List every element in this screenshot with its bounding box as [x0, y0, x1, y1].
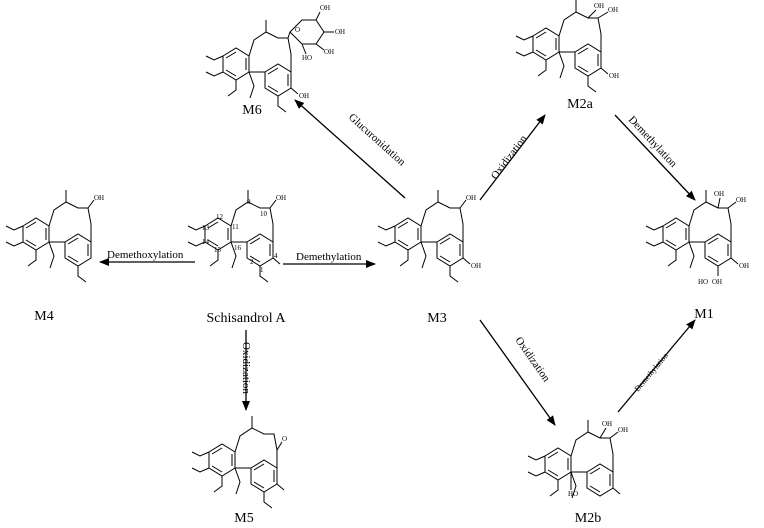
svg-text:HO: HO: [698, 278, 708, 286]
structure-m4: OH: [5, 189, 104, 283]
svg-text:OH: OH: [471, 262, 481, 270]
svg-text:OH: OH: [94, 194, 104, 202]
label-demethylation-center: Demethylation: [296, 251, 362, 263]
structure-m3: OH OH: [377, 189, 481, 283]
svg-text:O: O: [282, 435, 287, 443]
svg-text:16: 16: [234, 244, 242, 252]
svg-text:13: 13: [202, 224, 210, 232]
label-oxidization-m5: Oxidization: [240, 342, 252, 394]
arrow-m2b-to-m1: [617, 319, 696, 413]
structure-m5: O: [191, 415, 287, 509]
svg-text:OH: OH: [609, 72, 619, 80]
label-demethoxylation: Demethoxylation: [107, 249, 184, 261]
structure-m2a: OH OH OH: [515, 0, 619, 93]
svg-text:15: 15: [214, 246, 222, 254]
label-oxidization-m2a: Oxidization: [489, 133, 530, 182]
svg-text:12: 12: [216, 213, 224, 221]
svg-text:OH: OH: [739, 262, 749, 270]
svg-text:OH: OH: [466, 194, 476, 202]
arrow-m3-to-m2a: [479, 114, 546, 201]
reaction-labels: Demethoxylation Demethylation Oxidizatio…: [107, 111, 680, 394]
svg-text:OH: OH: [608, 6, 618, 14]
svg-text:9: 9: [247, 198, 251, 206]
svg-text:14: 14: [202, 238, 210, 246]
structure-m6: O OH OH OH HO OH: [205, 4, 345, 113]
svg-text:11: 11: [232, 223, 239, 231]
svg-text:OH: OH: [736, 196, 746, 204]
label-schisandrol-a: Schisandrol A: [207, 311, 287, 326]
label-oxidization-m2b: Oxidization: [513, 335, 553, 385]
label-m3: M3: [427, 311, 446, 326]
svg-text:OH: OH: [320, 4, 330, 12]
arrow-m2a-to-m1: [614, 114, 696, 201]
svg-text:OH: OH: [276, 194, 286, 202]
svg-text:OH: OH: [602, 420, 612, 428]
svg-text:HO: HO: [568, 490, 578, 498]
structure-schisandrol-a: OH 9 10 11 12 13 14 15 16 4 2 1: [187, 189, 286, 283]
svg-text:O: O: [295, 26, 300, 34]
svg-text:4: 4: [274, 252, 278, 260]
svg-text:10: 10: [260, 210, 268, 218]
structure-m1: OH OH OH OH HO: [645, 189, 749, 286]
structure-m2b: OH OH HO: [527, 419, 628, 499]
svg-text:OH: OH: [714, 190, 724, 198]
svg-text:OH: OH: [335, 28, 345, 36]
svg-text:HO: HO: [302, 54, 312, 62]
svg-text:OH: OH: [594, 2, 604, 10]
reaction-arrows: [99, 99, 696, 426]
label-m5: M5: [234, 511, 253, 526]
label-m6: M6: [242, 103, 261, 118]
label-glucuronidation: Glucuronidation: [346, 111, 408, 168]
label-m2b: M2b: [575, 511, 601, 526]
arrow-m3-to-m6: [294, 99, 406, 199]
compound-labels: M6 M2a M4 Schisandrol A M3 M1 M5 M2b: [34, 97, 713, 526]
label-demethylation-m2a-m1: Demethylation: [626, 114, 680, 170]
label-demethylation-m2b-m1: Demethylation: [633, 351, 670, 393]
svg-text:OH: OH: [712, 278, 722, 286]
svg-text:OH: OH: [618, 426, 628, 434]
svg-text:2: 2: [250, 258, 254, 266]
arrow-m3-to-m2b: [479, 319, 556, 426]
svg-text:OH: OH: [299, 92, 309, 100]
svg-text:OH: OH: [324, 48, 334, 56]
label-m4: M4: [34, 309, 53, 324]
label-m1: M1: [694, 307, 713, 322]
svg-text:1: 1: [260, 266, 264, 274]
label-m2a: M2a: [567, 97, 593, 112]
